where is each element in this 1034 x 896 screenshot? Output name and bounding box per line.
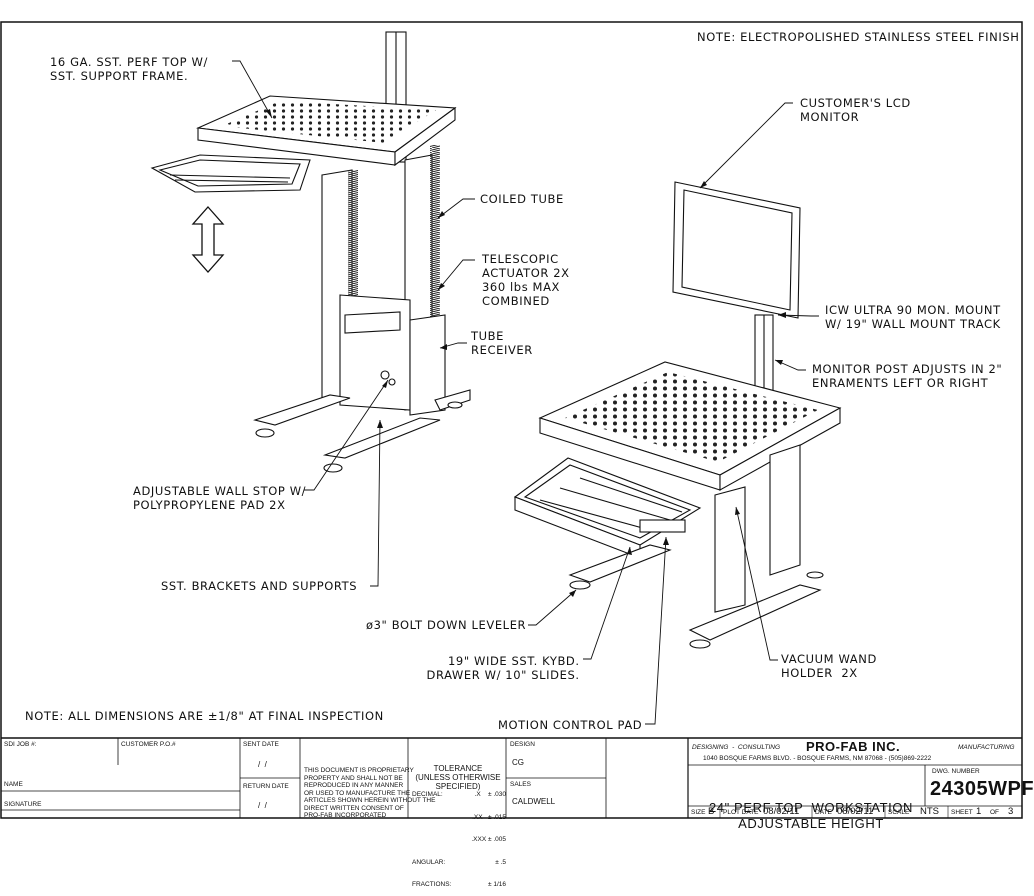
scale-label: SCALE [888, 809, 910, 816]
leader-lines [232, 60, 819, 725]
dwg-number-label: DWG. NUMBER [932, 768, 980, 775]
leader-arrowheads [266, 109, 786, 597]
sales-label: SALES [510, 781, 531, 788]
left-workstation-illustration [150, 31, 471, 473]
drawing-sheet [0, 21, 1023, 819]
title-block-grid [1, 737, 1022, 818]
sheet-value: 1 [976, 806, 982, 817]
company-name: PRO-FAB INC. [806, 739, 901, 754]
sales-value: CALDWELL [512, 797, 556, 806]
return-date-value: / / [258, 801, 267, 810]
size-value: B [708, 806, 715, 817]
scale-value: NTS [920, 806, 939, 817]
design-value: CG [512, 758, 524, 767]
of-label: OF [990, 809, 1000, 816]
manufacturing-label: MANUFACTURING [958, 744, 1015, 751]
finish-note: NOTE: ELECTROPOLISHED STAINLESS STEEL FI… [697, 30, 1020, 44]
callout-perf-top: 16 GA. SST. PERF TOP W/SST. SUPPORT FRAM… [50, 55, 208, 83]
height-adjust-arrow [191, 206, 225, 273]
sent-date-value: / / [258, 760, 267, 769]
callout-keyboard-drawer: 19" WIDE SST. KYBD.DRAWER W/ 10" SLIDES. [426, 654, 580, 682]
sheet-total: 3 [1008, 806, 1014, 817]
callout-monitor-post: MONITOR POST ADJUSTS IN 2"ENRAMENTS LEFT… [812, 362, 1003, 390]
name-label: NAME [4, 781, 23, 788]
sheet-label: SHEET [951, 809, 973, 816]
callout-coiled-tube: COILED TUBE [480, 192, 564, 206]
company-address: 1040 BOSQUE FARMS BLVD. - BOSQUE FARMS, … [703, 755, 932, 762]
plot-date-value: 08/02/11 [763, 806, 800, 817]
sdi-job-label: SDI JOB #: [4, 741, 37, 748]
signature-label: SIGNATURE [4, 801, 42, 808]
date-label: DATE [815, 809, 832, 816]
size-label: SIZE [691, 809, 706, 816]
date-value: 08/02/11 [837, 806, 874, 817]
callout-brackets: SST. BRACKETS AND SUPPORTS [161, 579, 358, 593]
sent-date-label: SENT DATE [243, 741, 279, 748]
callout-leveler: ø3" BOLT DOWN LEVELER [366, 618, 527, 632]
dwg-number: 24305WPF [930, 778, 1034, 800]
plot-date-label: PLOT DATE [723, 809, 759, 816]
callout-motion-pad: MOTION CONTROL PAD [498, 718, 643, 732]
designing-consulting: DESIGNING - CONSULTING [692, 744, 780, 751]
tolerance-table: DECIMAL:.X ± .030 .XX ± .015 .XXX ± .005… [412, 791, 506, 888]
customer-po-label: CUSTOMER P.O.# [121, 741, 176, 748]
design-label: DESIGN [510, 741, 535, 748]
sheet-border [0, 21, 1023, 819]
right-workstation-illustration [513, 181, 842, 649]
dimensions-note: NOTE: ALL DIMENSIONS ARE ±1/8" AT FINAL … [25, 709, 384, 723]
callout-wall-stop: ADJUSTABLE WALL STOP W/POLYPROPYLENE PAD… [133, 484, 307, 512]
return-date-label: RETURN DATE [243, 783, 289, 790]
